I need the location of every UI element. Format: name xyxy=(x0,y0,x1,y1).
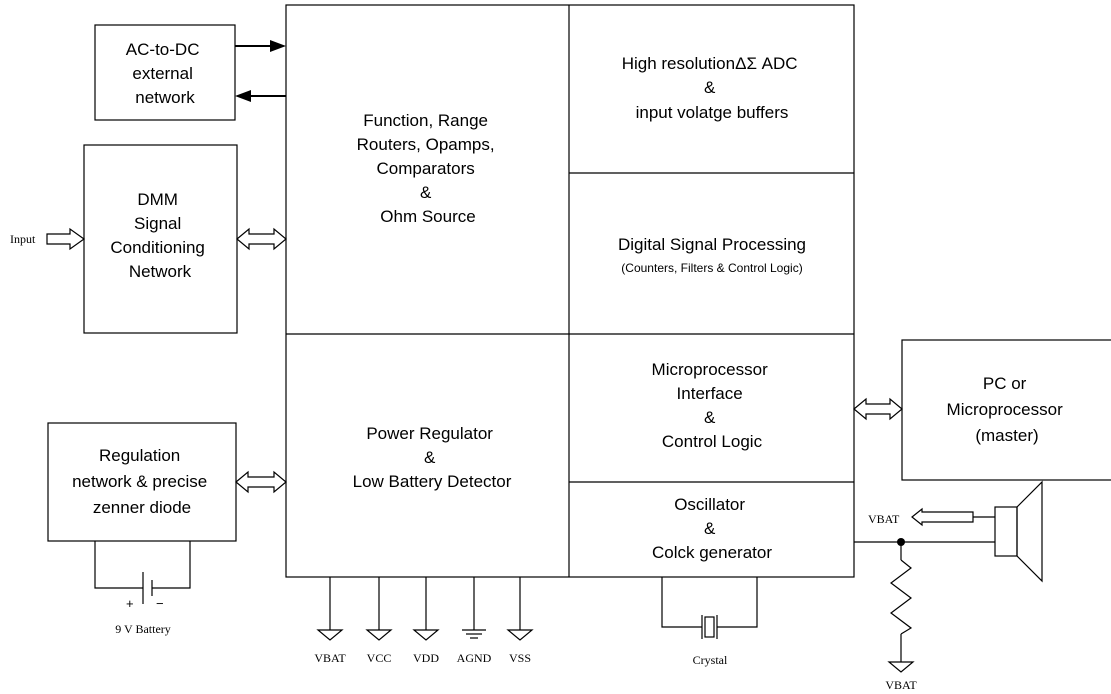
crystal-symbol xyxy=(661,577,758,639)
pin-label-vbat: VBAT xyxy=(314,651,346,665)
power-regulator-block: Power Regulator & Low Battery Detector xyxy=(353,424,512,491)
function-range-block: Function, Range Routers, Opamps, Compara… xyxy=(357,111,500,226)
micro-interface-block: Microprocessor Interface & Control Logic xyxy=(652,360,773,451)
battery-minus: − xyxy=(156,596,164,611)
dmm-chip-bus-arrow xyxy=(236,227,287,251)
ac-dc-label: AC-to-DC external network xyxy=(126,40,204,107)
pin-label-vdd: VDD xyxy=(413,651,439,665)
input-label: Input xyxy=(10,232,36,246)
main-chip xyxy=(285,4,855,578)
dsp-block-subtitle: (Counters, Filters & Control Logic) xyxy=(621,261,802,275)
dsp-block-title: Digital Signal Processing xyxy=(618,235,806,254)
pin-label-agnd: AGND xyxy=(457,651,492,665)
ac-dc-arrows xyxy=(235,40,286,102)
ac-dc-box: AC-to-DC external network xyxy=(94,24,236,121)
battery-symbol: + − xyxy=(94,541,191,611)
pin-labels: VBAT VCC VDD AGND VSS xyxy=(314,651,531,665)
vbat-buzzer-label: VBAT xyxy=(868,512,900,526)
vbat-resistor-label: VBAT xyxy=(885,678,917,692)
battery-label: 9 V Battery xyxy=(115,622,171,636)
pin-label-vcc: VCC xyxy=(367,651,392,665)
pin-label-vss: VSS xyxy=(509,651,531,665)
power-pins xyxy=(316,577,534,641)
adc-block: High resolutionΔΣ ADC & input volatge bu… xyxy=(622,54,803,122)
pc-label: PC or Microprocessor (master) xyxy=(947,374,1068,445)
input-arrow xyxy=(46,227,86,251)
battery-plus: + xyxy=(126,596,134,611)
regulation-label: Regulation network & precise zenner diod… xyxy=(72,446,212,517)
dmm-label: DMM Signal Conditioning Network xyxy=(110,190,209,281)
oscillator-block: Oscillator & Colck generator xyxy=(652,495,772,562)
micro-pc-bus-arrow xyxy=(853,397,903,421)
buzzer-circuit xyxy=(854,480,1043,673)
crystal-label: Crystal xyxy=(693,653,728,667)
regulation-chip-bus-arrow xyxy=(235,470,287,494)
dmm-box: DMM Signal Conditioning Network xyxy=(83,144,238,334)
pc-box: PC or Microprocessor (master) xyxy=(901,339,1111,481)
regulation-box: Regulation network & precise zenner diod… xyxy=(47,422,237,542)
